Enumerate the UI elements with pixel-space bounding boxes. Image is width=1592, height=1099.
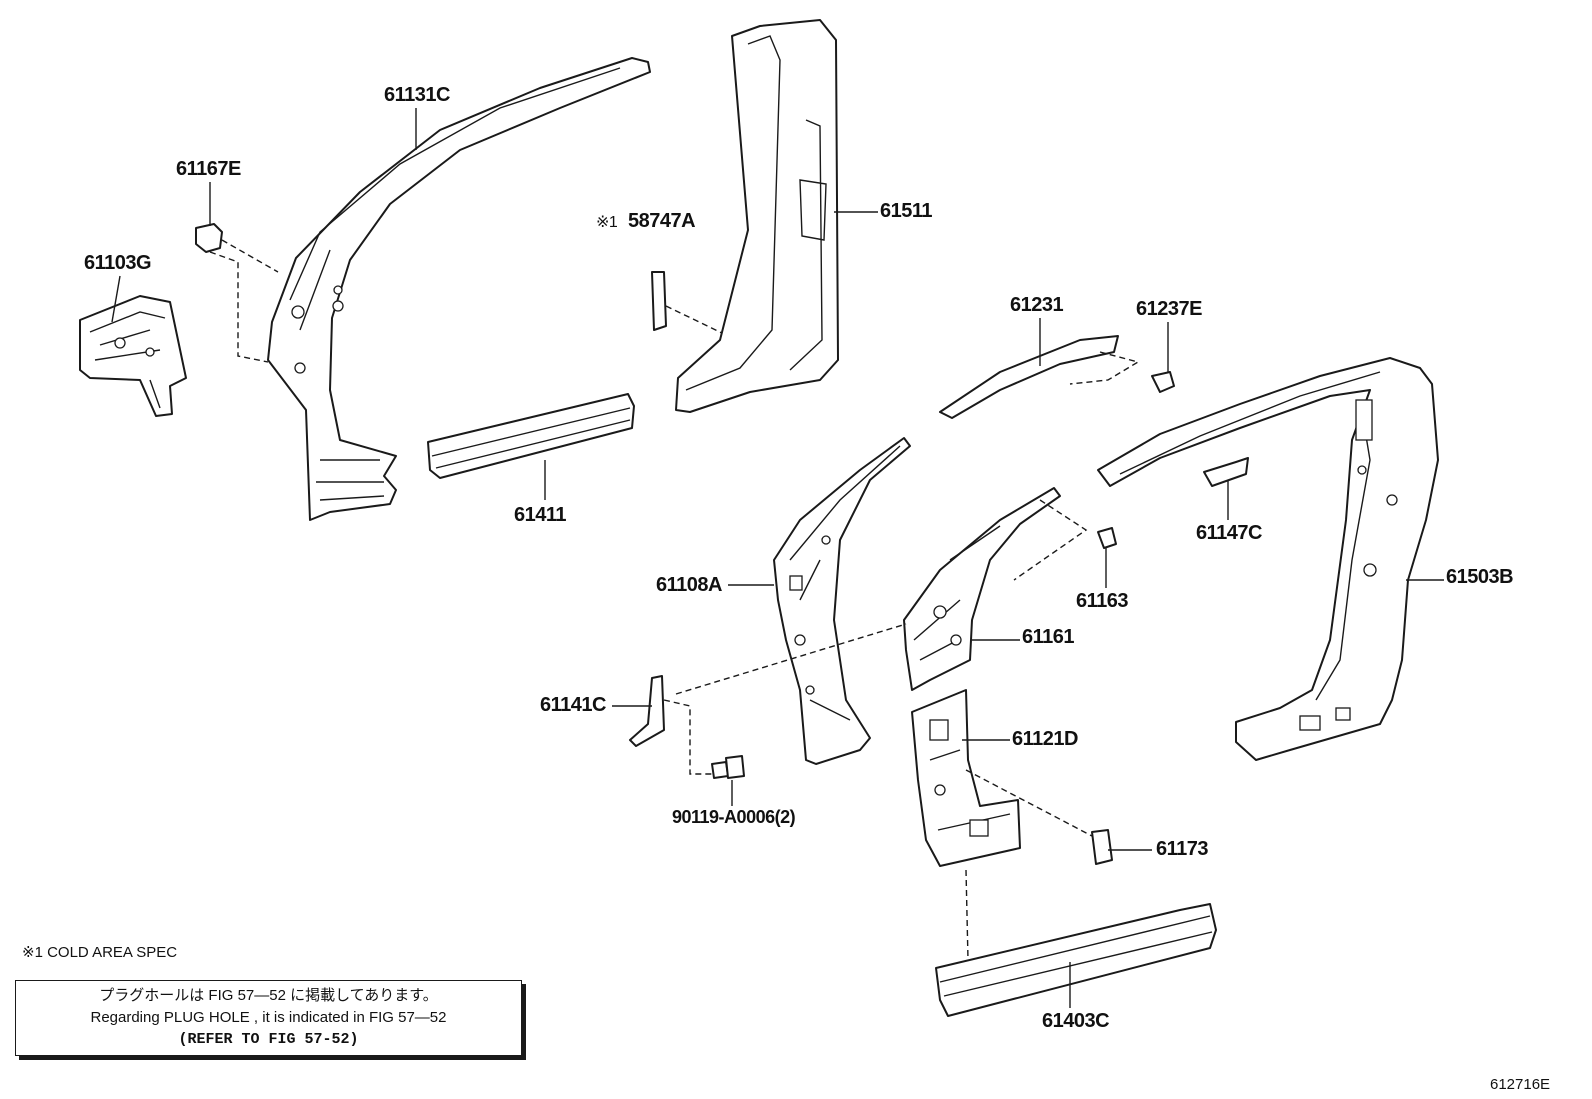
note-line-english: Regarding PLUG HOLE , it is indicated in…: [90, 1009, 447, 1026]
label-61167e: 61167E: [176, 158, 241, 180]
label-61237e: 61237E: [1136, 298, 1202, 320]
label-61503b: 61503B: [1446, 566, 1514, 588]
part-61141c-drawing: [629, 675, 665, 747]
label-61131c: 61131C: [384, 84, 450, 106]
part-61237e-drawing: [1151, 371, 1175, 393]
part-61103g-drawing: [79, 295, 187, 417]
part-61131c-drawing: [267, 57, 651, 521]
label-61173: 61173: [1156, 838, 1209, 860]
part-58747a-drawing: [651, 271, 667, 331]
label-61411: 61411: [514, 504, 567, 526]
part-61108a-drawing: [773, 437, 911, 765]
label-61163: 61163: [1076, 590, 1129, 612]
label-61511: 61511: [880, 200, 933, 222]
part-61403c-drawing: [935, 903, 1217, 1017]
note-line-refer: (REFER TO FIG 57-52): [178, 1031, 359, 1048]
note-line-japanese: プラグホールは FIG 57—52 に掲載してあります。: [99, 987, 438, 1004]
part-61511-drawing: [675, 19, 839, 413]
part-61163-drawing: [1097, 527, 1117, 549]
part-61411-drawing: [427, 393, 635, 479]
label-61103g: 61103G: [84, 252, 152, 274]
part-61161-drawing: [903, 487, 1061, 691]
label-61161: 61161: [1022, 626, 1075, 648]
label-61108a: 61108A: [656, 574, 722, 596]
plug-hole-note-box: プラグホールは FIG 57—52 に掲載してあります。 Regarding P…: [15, 980, 522, 1056]
cold-area-note: ※1 COLD AREA SPEC: [22, 944, 178, 961]
part-90119-drawing: [711, 755, 745, 779]
part-61147c-drawing: [1203, 457, 1249, 487]
part-61503b-drawing: [1097, 357, 1439, 761]
label-61231: 61231: [1010, 294, 1064, 316]
label-61403c: 61403C: [1042, 1010, 1110, 1032]
label-90119: 90119-A0006(2): [672, 807, 796, 827]
label-58747a-mark: ※1: [596, 214, 618, 231]
label-61141c: 61141C: [540, 694, 606, 716]
part-61231-drawing: [939, 335, 1119, 419]
label-58747a: 58747A: [628, 210, 696, 232]
label-61121d: 61121D: [1012, 728, 1078, 750]
label-61147c: 61147C: [1196, 522, 1262, 544]
part-61173-drawing: [1091, 829, 1113, 865]
figure-id: 612716E: [1490, 1076, 1551, 1093]
part-61121d-drawing: [911, 689, 1021, 867]
part-61167e-drawing: [195, 223, 223, 253]
